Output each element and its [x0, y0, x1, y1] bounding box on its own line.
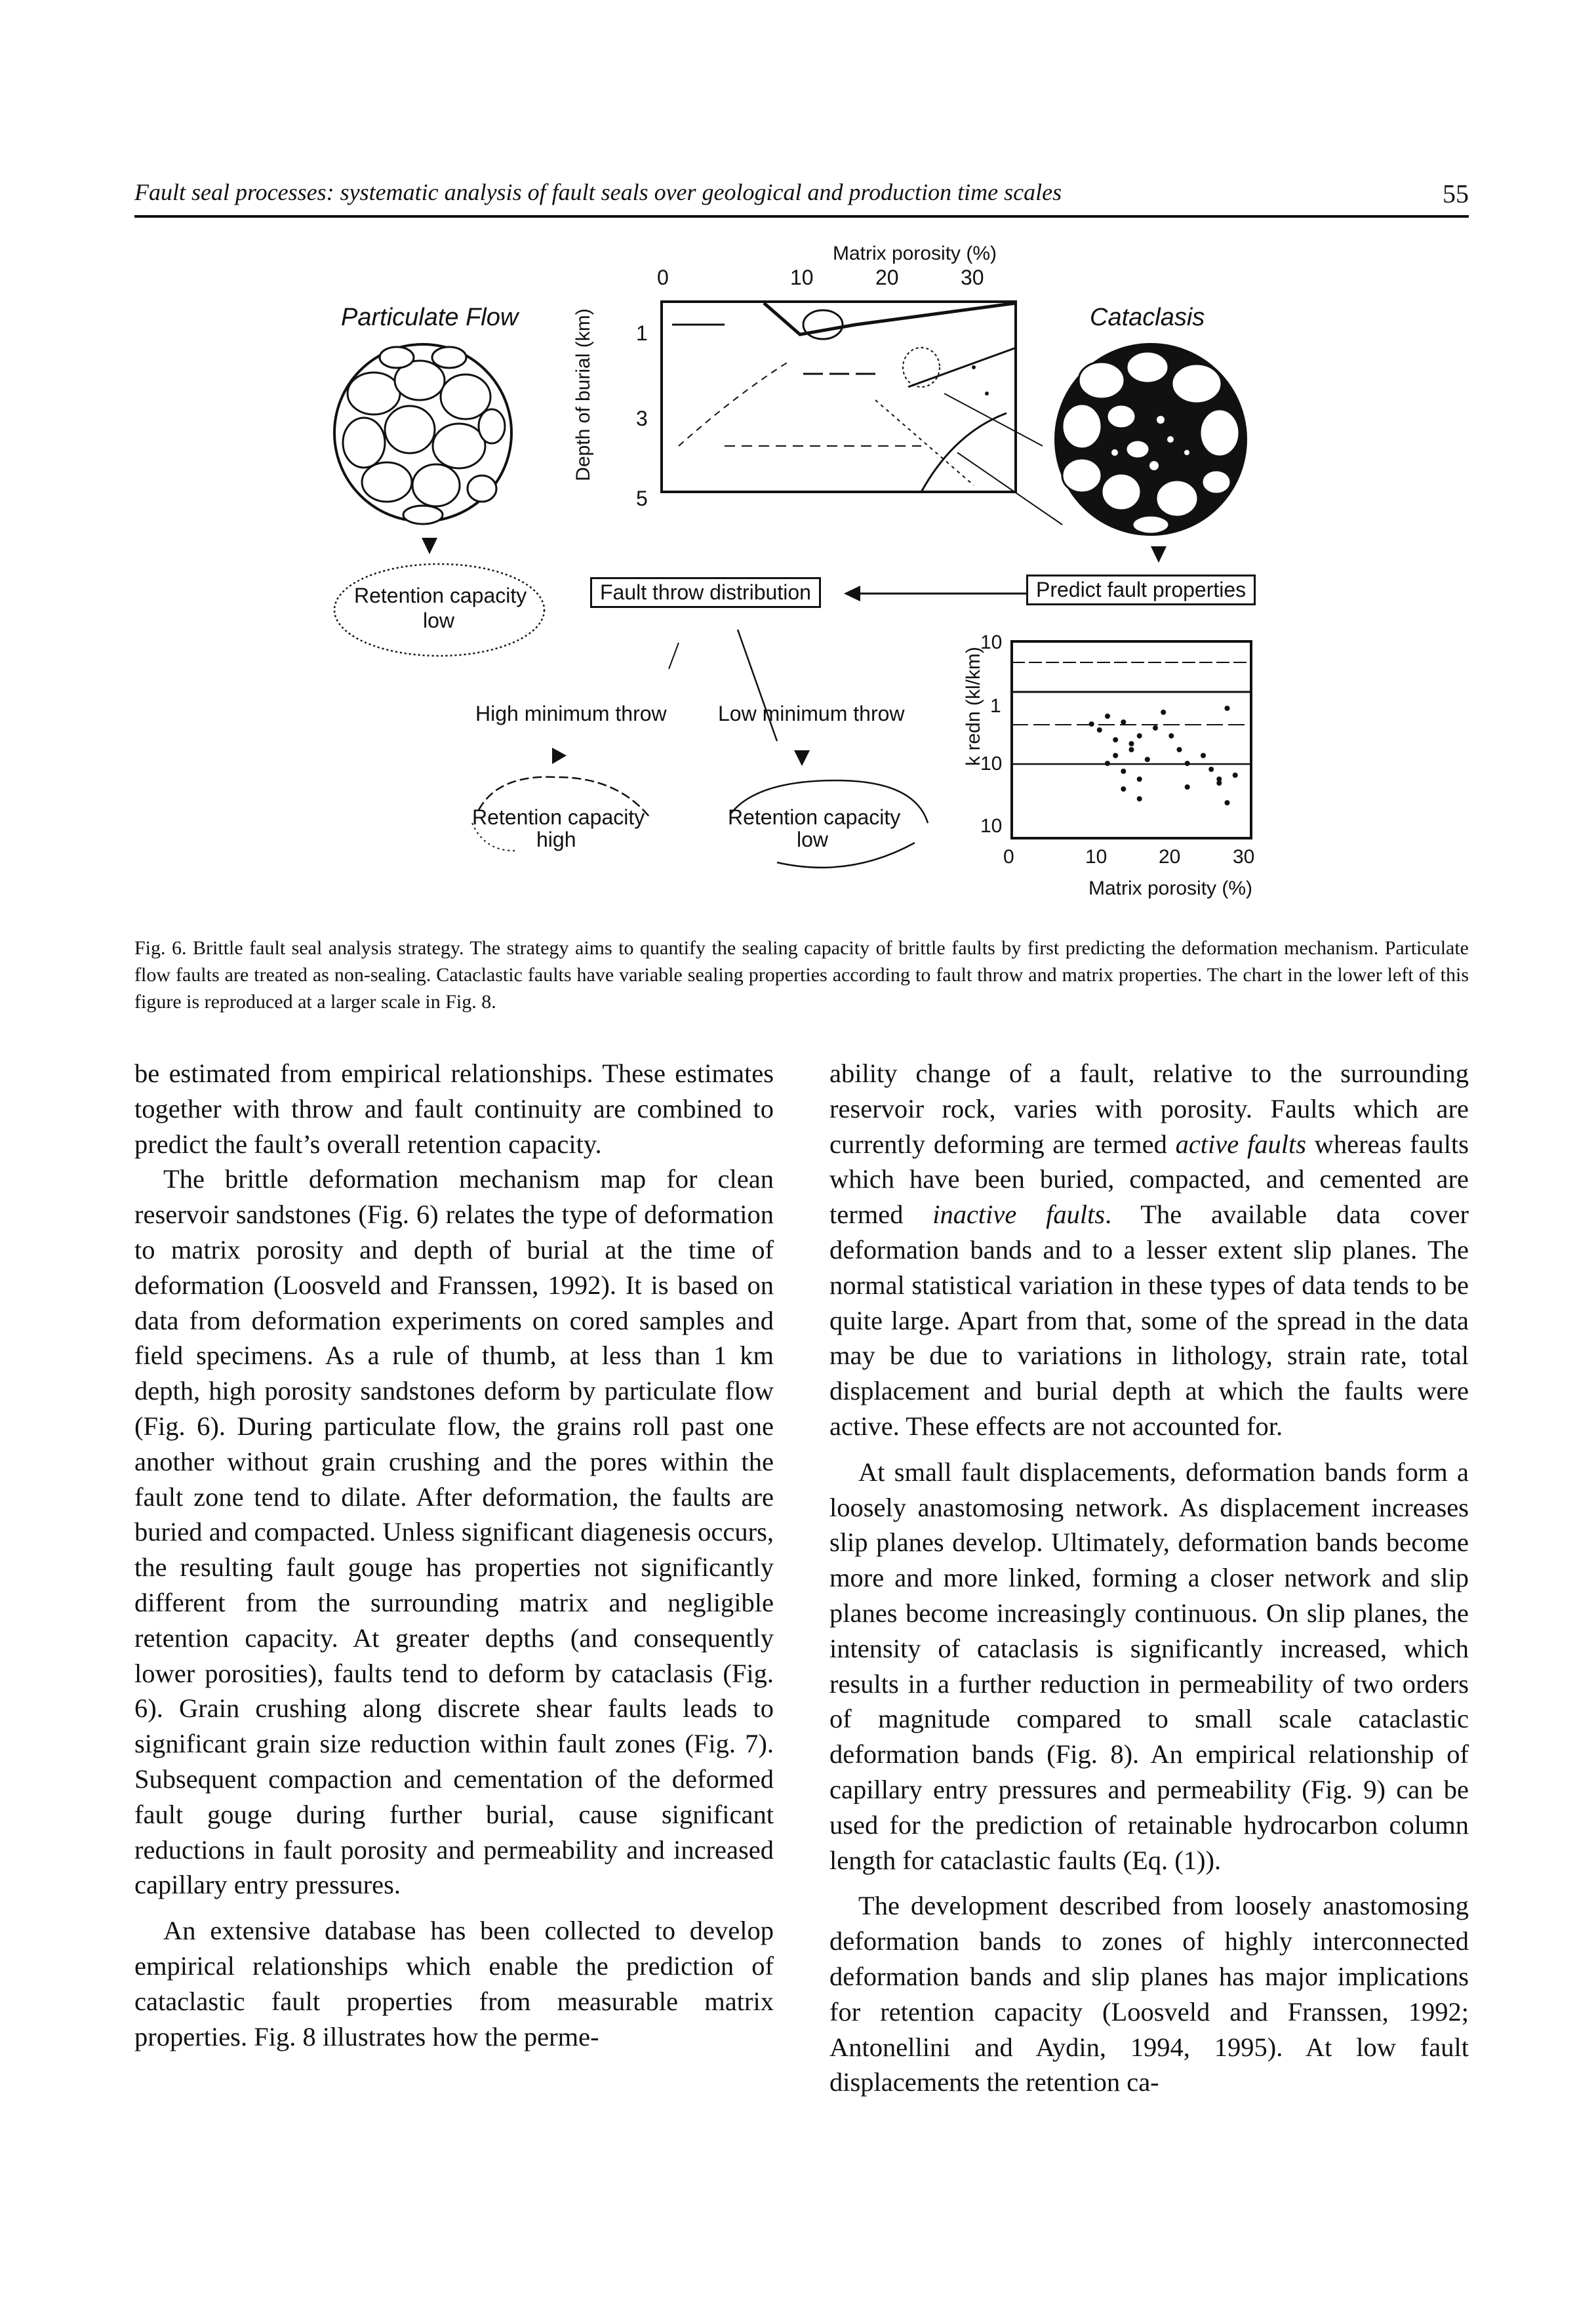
down-arrow-left: [422, 538, 437, 554]
scatter-point: [1161, 710, 1167, 715]
scatter-point: [1224, 800, 1230, 805]
fault-throw-distribution-box: Fault throw distribution: [590, 577, 821, 608]
top-chart-y-title: Depth of burial (km): [572, 308, 594, 481]
scatter-point: [1105, 761, 1110, 766]
scatter-point: [1216, 777, 1222, 782]
scatter-point: [1144, 757, 1150, 762]
cataclasis-grains: [1054, 343, 1247, 536]
scatter-point: [1208, 767, 1214, 772]
retention-capacity-high: Retention capacity: [472, 805, 645, 829]
scatter-point: [1136, 796, 1142, 801]
retention-low-left-value: low: [423, 609, 455, 632]
running-header: Fault seal processes: systematic analysi…: [134, 178, 1469, 218]
scatter-point: [1088, 721, 1094, 727]
scatter-x-tick: 20: [1159, 846, 1181, 868]
high-minimum-throw: High minimum throw: [475, 702, 667, 725]
scatter-point: [1136, 777, 1142, 782]
top-chart-y-tick: 1: [636, 321, 648, 345]
right-p1-text-b: whereas faults which have been buried, c…: [829, 1129, 1469, 1230]
particulate-flow-grains: [333, 343, 513, 525]
retention-capacity-low-mid: Retention capacity: [728, 805, 901, 829]
left-paragraph-2: The brittle deformation mechanism map fo…: [134, 1164, 774, 1900]
top-chart-x-tick: 20: [875, 266, 899, 289]
deformation-mechanism-map: [660, 300, 1017, 493]
scatter-x-title: Matrix porosity (%): [1088, 878, 1253, 899]
right-paragraph-2: At small fault displacements, deformatio…: [829, 1457, 1469, 1875]
right-p1-text-a: ability change of a fault, relative to t…: [829, 1059, 1469, 1159]
scatter-point: [1113, 737, 1119, 742]
scatter-point: [1121, 719, 1127, 725]
scatter-x-tick: 30: [1233, 846, 1255, 868]
right-paragraph-3: The development described from loosely a…: [829, 1891, 1469, 2097]
scatter-point: [1224, 706, 1230, 711]
left-paragraph-3: An extensive database has been collected…: [134, 1916, 774, 2051]
page-number: 55: [1443, 179, 1469, 209]
retention-capacity-low-left: Retention capacity: [354, 584, 527, 607]
right-p1-text-c: . The available data cover deformation b…: [829, 1200, 1469, 1441]
down-arrow-high: [552, 748, 567, 764]
scatter-point: [1136, 733, 1142, 738]
retention-ellipse-high: [471, 776, 650, 852]
running-title: Fault seal processes: systematic analysi…: [134, 179, 1062, 205]
scatter-point: [1232, 773, 1238, 778]
figure-caption: Fig. 6. Brittle fault seal analysis stra…: [134, 937, 1469, 1013]
scatter-y-tick: 10: [980, 753, 1003, 775]
scatter-point: [1153, 725, 1158, 731]
branch-lines: [668, 629, 778, 742]
scatter-point: [1168, 733, 1174, 738]
cataclasis-label: Cataclasis: [1090, 304, 1205, 331]
top-chart-x-tick: 30: [961, 266, 984, 289]
scatter-y-tick: 10: [980, 632, 1003, 653]
scatter-plot: [1010, 640, 1252, 839]
left-arrow: [844, 586, 1031, 601]
down-arrow-right: [1151, 546, 1167, 563]
term-inactive-faults: inactive faults: [932, 1200, 1106, 1230]
scatter-x-tick: 0: [1003, 846, 1014, 868]
top-chart-y-tick: 3: [636, 407, 648, 430]
scatter-point: [1121, 786, 1127, 792]
scatter-point: [1201, 753, 1206, 758]
top-chart-x-title: Matrix porosity (%): [833, 243, 997, 264]
scatter-point: [1184, 784, 1190, 790]
predict-fault-properties-box: Predict fault properties: [1026, 575, 1256, 605]
scatter-x-tick: 10: [1085, 846, 1107, 868]
left-paragraph-1: be estimated from empirical relationship…: [134, 1059, 774, 1159]
retention-ellipse-left: [333, 563, 546, 657]
scatter-point: [1216, 780, 1222, 786]
down-arrow-low: [794, 750, 810, 766]
retention-high-value: high: [536, 828, 576, 851]
scatter-point: [1121, 769, 1127, 774]
scatter-point: [1105, 714, 1110, 719]
top-chart-x-tick: 0: [657, 266, 669, 289]
retention-ellipse-low: [730, 779, 929, 869]
scatter-point: [1128, 747, 1134, 752]
scatter-y-tick: 10: [980, 815, 1003, 837]
figure-6: Particulate Flow Retention capacity low …: [0, 0, 1596, 931]
scatter-point: [1176, 747, 1182, 752]
left-column: be estimated from empirical relationship…: [134, 1056, 774, 2054]
connector-lines: [944, 393, 1063, 525]
right-column: ability change of a fault, relative to t…: [829, 1056, 1469, 2100]
top-chart-y-tick: 5: [636, 487, 648, 510]
retention-low-mid-value: low: [797, 828, 829, 851]
particulate-flow-label: Particulate Flow: [341, 304, 519, 331]
scatter-point: [1184, 761, 1190, 766]
scatter-point: [1096, 727, 1102, 733]
scatter-y-tick: 1: [990, 695, 1001, 717]
top-chart-x-tick: 10: [790, 266, 814, 289]
term-active-faults: active faults: [1175, 1129, 1306, 1159]
scatter-point: [1113, 753, 1119, 758]
right-paragraph-1: ability change of a fault, relative to t…: [829, 1056, 1469, 1444]
low-minimum-throw: Low minimum throw: [718, 702, 905, 725]
scatter-point: [1128, 741, 1134, 746]
